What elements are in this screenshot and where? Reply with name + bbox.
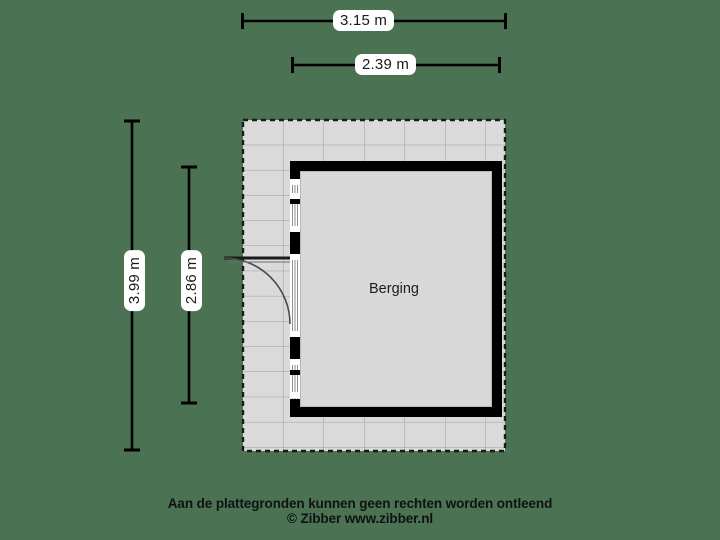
dimension-label-inner-width: 2.39 m <box>355 54 417 75</box>
dimension-label-outer-width: 3.15 m <box>333 10 395 31</box>
dimension-label-outer-height: 3.99 m <box>124 250 145 312</box>
dimension-label-inner-height: 2.86 m <box>181 250 202 312</box>
door-swing <box>223 256 291 325</box>
room-label-berging: Berging <box>369 281 419 297</box>
footer-copyright: © Zibber www.zibber.nl <box>286 511 433 526</box>
window-wall-left <box>290 171 300 407</box>
footer-disclaimer: Aan de plattegronden kunnen geen rechten… <box>167 496 553 511</box>
building-walls <box>290 161 502 417</box>
window-mullions <box>290 171 300 407</box>
